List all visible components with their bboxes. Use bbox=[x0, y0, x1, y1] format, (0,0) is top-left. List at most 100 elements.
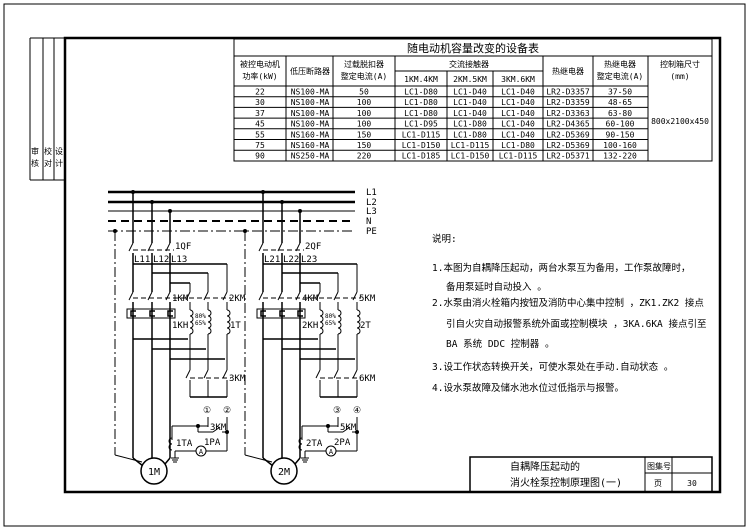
drawing-stroke bbox=[165, 291, 171, 301]
drawing-stroke bbox=[298, 437, 303, 451]
bus-label-l1: L1 bbox=[366, 188, 377, 198]
drawing-stroke bbox=[260, 310, 266, 317]
table-cell: LC1-D80 bbox=[453, 130, 487, 139]
drawing-stroke bbox=[262, 457, 274, 467]
terminal-label: ④ bbox=[353, 406, 361, 416]
drawing-stroke bbox=[294, 457, 301, 465]
table-cell: 100 bbox=[357, 120, 372, 129]
drawing-stroke bbox=[203, 369, 209, 379]
table-cell: LC1-D80 bbox=[453, 120, 487, 129]
box-size: 800x2100x450 bbox=[651, 117, 709, 126]
drawing-stroke bbox=[207, 309, 212, 335]
ammeter-label: 2PA bbox=[334, 438, 351, 448]
table-cell: 48-65 bbox=[608, 98, 632, 107]
contactor-label: 5KM bbox=[359, 294, 376, 304]
table-cell: LC1-D40 bbox=[501, 120, 535, 129]
drawing-stroke: 对 bbox=[44, 158, 52, 168]
drawing-stroke: 3KM.6KM bbox=[501, 75, 535, 84]
drawing-stroke: 核 bbox=[31, 158, 39, 168]
table-title: 随电动机容量改变的设备表 bbox=[407, 41, 539, 55]
drawing-stroke bbox=[226, 309, 231, 335]
title-block: 自耦降压起动的 消火栓泵控制原理图(一) 图集号 页 30 bbox=[469, 456, 713, 493]
table-cell: LC1-D40 bbox=[453, 109, 487, 118]
breaker-label: 1QF bbox=[175, 242, 191, 252]
table-cell: LC1-D115 bbox=[402, 130, 441, 139]
drawing-stroke bbox=[113, 229, 117, 233]
table-cell: LR2-D5371 bbox=[546, 152, 590, 161]
motor-icon bbox=[140, 457, 168, 485]
contactor-label: 3KM bbox=[229, 374, 246, 384]
table-cell: NS250-MA bbox=[291, 152, 330, 161]
drawing-stroke bbox=[315, 369, 321, 379]
drawing-stroke bbox=[167, 310, 173, 317]
thermal-relay-label: 2KH bbox=[302, 321, 318, 331]
table-cell: NS100-MA bbox=[291, 98, 330, 107]
drawing-stroke bbox=[333, 291, 339, 301]
drawing-stroke: 设 bbox=[55, 146, 63, 156]
notes: 说明: 1.本图为自耦降压起动，两台水泵互为备用，工作泵故障时， 备用泵延时自动… bbox=[432, 233, 706, 394]
tap-label: 80% bbox=[195, 313, 206, 320]
aux-contact-label: 5KM bbox=[340, 423, 357, 433]
drawing-stroke bbox=[150, 200, 154, 204]
transformer-label: 1T bbox=[230, 321, 241, 331]
drawing-stroke: 计 bbox=[55, 158, 63, 168]
line-label: L22 bbox=[283, 255, 299, 265]
drawing-stroke bbox=[126, 308, 176, 319]
drawing-stroke bbox=[256, 308, 306, 319]
drawing-stroke bbox=[469, 456, 713, 493]
table-cell: NS160-MA bbox=[291, 130, 330, 139]
drawing-stroke bbox=[352, 291, 358, 301]
table-cell: LR2-D5369 bbox=[546, 141, 590, 150]
table-cell: LC1-D40 bbox=[501, 88, 535, 97]
drawing-stroke: 引自火灾自动报警系统外面或控制模块 ，3KA.6KA 接点引至 bbox=[446, 318, 706, 330]
drawing-stroke bbox=[168, 209, 172, 213]
line-label: L11 bbox=[134, 255, 150, 265]
table-cell: 37-50 bbox=[608, 88, 632, 97]
tap-label: 65% bbox=[325, 320, 336, 327]
table-cell: LC1-D40 bbox=[501, 130, 535, 139]
drawing-stroke: 2.水泵由消火栓箱内按钮及消防中心集中控制 ，ZK1.ZK2 接点 bbox=[432, 297, 704, 309]
bus-label-n: N bbox=[366, 217, 371, 227]
drawing-stroke bbox=[203, 291, 209, 301]
table-cell: LC1-D40 bbox=[453, 88, 487, 97]
drawing-stroke: 低压断路器 bbox=[290, 66, 330, 76]
bus-label-l3: L3 bbox=[366, 207, 377, 217]
tap-label: 65% bbox=[195, 320, 206, 327]
drawing-title-line2: 消火栓泵控制原理图(一) bbox=[510, 476, 622, 489]
drawing-stroke bbox=[469, 456, 713, 493]
table-grid bbox=[233, 38, 713, 162]
table-cell: 90-150 bbox=[606, 130, 635, 139]
table-cell: LC1-D115 bbox=[499, 152, 538, 161]
table-cell: LR2-D5369 bbox=[546, 130, 590, 139]
table-cell: 63-80 bbox=[608, 109, 632, 118]
drawing-stroke bbox=[279, 310, 285, 317]
drawing-stroke bbox=[189, 309, 194, 335]
drawing-stroke: 4.设水泵故障及储水池水位过低指示与报警。 bbox=[432, 382, 624, 394]
drawing-stroke bbox=[130, 310, 136, 317]
bus-label-l2: L2 bbox=[366, 198, 377, 208]
table-cell: 60-100 bbox=[606, 120, 635, 129]
drawing-stroke: 功率(kW) bbox=[242, 71, 277, 81]
drawing-stroke bbox=[315, 291, 321, 301]
contactor-label: 4KM bbox=[302, 294, 319, 304]
table-cell: 100-160 bbox=[603, 141, 637, 150]
table-cell: 132-220 bbox=[603, 152, 637, 161]
drawing-stroke bbox=[195, 445, 207, 457]
motor-label: 1M bbox=[148, 467, 160, 478]
drawing-stroke: 页 bbox=[654, 479, 662, 488]
drawing-stroke bbox=[261, 190, 265, 194]
table-cell: LC1-D40 bbox=[453, 98, 487, 107]
drawing-stroke bbox=[258, 291, 264, 301]
transformer-label: 2T bbox=[360, 321, 371, 331]
bus-label-pe: PE bbox=[366, 227, 377, 237]
drawing-stroke bbox=[128, 242, 134, 252]
drawing-stroke bbox=[222, 369, 228, 379]
drawing-stroke bbox=[319, 309, 324, 335]
drawing-stroke bbox=[149, 310, 155, 317]
table-cell: LC1-D115 bbox=[451, 141, 490, 150]
table-cell: 100 bbox=[357, 109, 372, 118]
drawing-stroke bbox=[63, 36, 722, 494]
line-label: L13 bbox=[171, 255, 187, 265]
drawing-stroke: 审 bbox=[31, 146, 39, 156]
